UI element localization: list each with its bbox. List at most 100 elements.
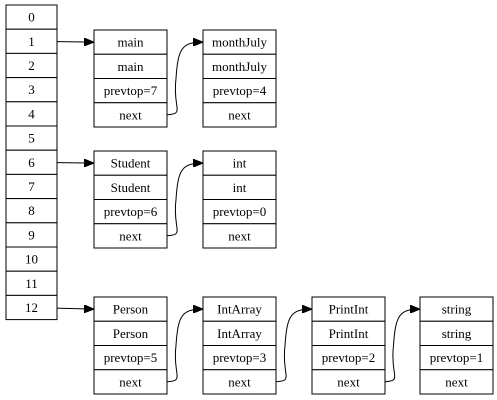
index-cell-box xyxy=(5,149,58,175)
pointer-arrow xyxy=(378,309,420,383)
record-field-text: string xyxy=(442,302,472,317)
index-cell-4: 4 xyxy=(5,101,58,127)
index-cell-label: 1 xyxy=(28,34,35,49)
record-field-text: next xyxy=(119,107,142,122)
record-field-box xyxy=(311,369,386,395)
record-field-text: IntArray xyxy=(217,302,262,317)
index-cell-label: 3 xyxy=(28,82,35,97)
record-field-box xyxy=(93,174,168,200)
record-field-box xyxy=(202,29,277,55)
record-field-text: Person xyxy=(113,326,149,341)
record-monthjuly: monthJuly monthJuly prevtop=4 next xyxy=(202,29,277,128)
record-field-box xyxy=(93,78,168,104)
record-field-text: prevtop=2 xyxy=(322,350,376,365)
pointer-arrow xyxy=(269,309,312,383)
record-field-box xyxy=(202,369,277,395)
index-cell-box xyxy=(5,173,58,200)
record-field-box xyxy=(202,345,277,371)
record-field-text: int xyxy=(233,180,247,195)
record-field-text: PrintInt xyxy=(329,302,369,317)
record-int: int int prevtop=0 next xyxy=(202,150,277,249)
record-field-text: Student xyxy=(111,180,151,195)
record-field-text: prevtop=4 xyxy=(213,83,267,98)
record-field-text: next xyxy=(337,374,360,389)
index-cell-box xyxy=(5,222,58,248)
record-field-text: next xyxy=(228,374,251,389)
record-field-text: IntArray xyxy=(217,326,262,341)
index-cell-box xyxy=(5,4,58,30)
record-field-text: next xyxy=(228,107,251,122)
record-field-text: next xyxy=(445,374,468,389)
record-field-box xyxy=(419,345,494,371)
record-field-box xyxy=(202,320,277,346)
record-field-text: monthJuly xyxy=(212,35,267,50)
record-field-text: next xyxy=(119,228,142,243)
record-field-text: monthJuly xyxy=(212,59,267,74)
record-string: string string prevtop=1 next xyxy=(419,296,494,395)
index-cell-9: 9 xyxy=(5,222,58,248)
index-cell-3: 3 xyxy=(5,77,58,103)
pointer-arrow xyxy=(160,309,203,383)
record-field-box xyxy=(311,296,386,322)
index-cell-label: 5 xyxy=(28,131,35,146)
index-cell-6: 6 xyxy=(5,149,58,175)
record-field-text: prevtop=0 xyxy=(213,204,267,219)
record-field-box xyxy=(93,29,168,55)
index-cell-label: 8 xyxy=(28,203,35,218)
record-field-box xyxy=(202,53,277,79)
record-field-text: next xyxy=(119,374,142,389)
record-field-box xyxy=(93,223,168,249)
record-field-text: string xyxy=(442,326,472,341)
record-field-text: prevtop=5 xyxy=(104,350,158,365)
pointer-arrow xyxy=(160,163,203,237)
record-field-box xyxy=(93,345,168,371)
record-field-text: Person xyxy=(113,302,149,317)
index-cell-label: 6 xyxy=(28,155,35,170)
index-cell-5: 5 xyxy=(5,125,58,151)
index-cell-label: 12 xyxy=(25,300,38,315)
pointer-arrow xyxy=(160,42,203,116)
record-field-box xyxy=(202,174,277,200)
record-field-box xyxy=(202,150,277,176)
record-field-text: Student xyxy=(111,156,151,171)
record-field-box xyxy=(311,320,386,346)
index-cell-label: 2 xyxy=(28,58,35,73)
index-cell-1: 1 xyxy=(5,28,58,54)
record-field-text: next xyxy=(228,228,251,243)
index-cell-2: 2 xyxy=(5,52,58,79)
record-field-text: prevtop=3 xyxy=(213,350,267,365)
index-cell-label: 9 xyxy=(28,227,35,242)
index-cell-label: 11 xyxy=(25,276,38,291)
index-cell-box xyxy=(5,246,58,272)
index-cell-label: 10 xyxy=(25,252,38,267)
index-cell-7: 7 xyxy=(5,173,58,200)
index-cell-label: 4 xyxy=(28,106,35,121)
record-field-text: int xyxy=(233,156,247,171)
record-field-text: prevtop=1 xyxy=(430,350,484,365)
index-cell-box xyxy=(5,294,58,321)
record-field-text: main xyxy=(118,59,144,74)
record-field-box xyxy=(419,369,494,395)
index-cell-12: 12 xyxy=(5,294,58,321)
index-cell-box xyxy=(5,77,58,103)
record-field-box xyxy=(202,102,277,128)
record-field-text: PrintInt xyxy=(329,326,369,341)
record-field-box xyxy=(311,345,386,371)
record-field-text: prevtop=7 xyxy=(104,83,158,98)
record-field-box xyxy=(93,53,168,79)
record-field-box xyxy=(202,296,277,322)
record-field-box xyxy=(93,102,168,128)
record-main: main main prevtop=7 next xyxy=(93,29,168,128)
record-field-text: prevtop=6 xyxy=(104,204,158,219)
record-field-text: main xyxy=(118,35,144,50)
index-cell-11: 11 xyxy=(5,270,58,296)
index-cell-box xyxy=(5,125,58,151)
index-cell-label: 7 xyxy=(28,179,35,194)
record-field-box xyxy=(202,78,277,104)
